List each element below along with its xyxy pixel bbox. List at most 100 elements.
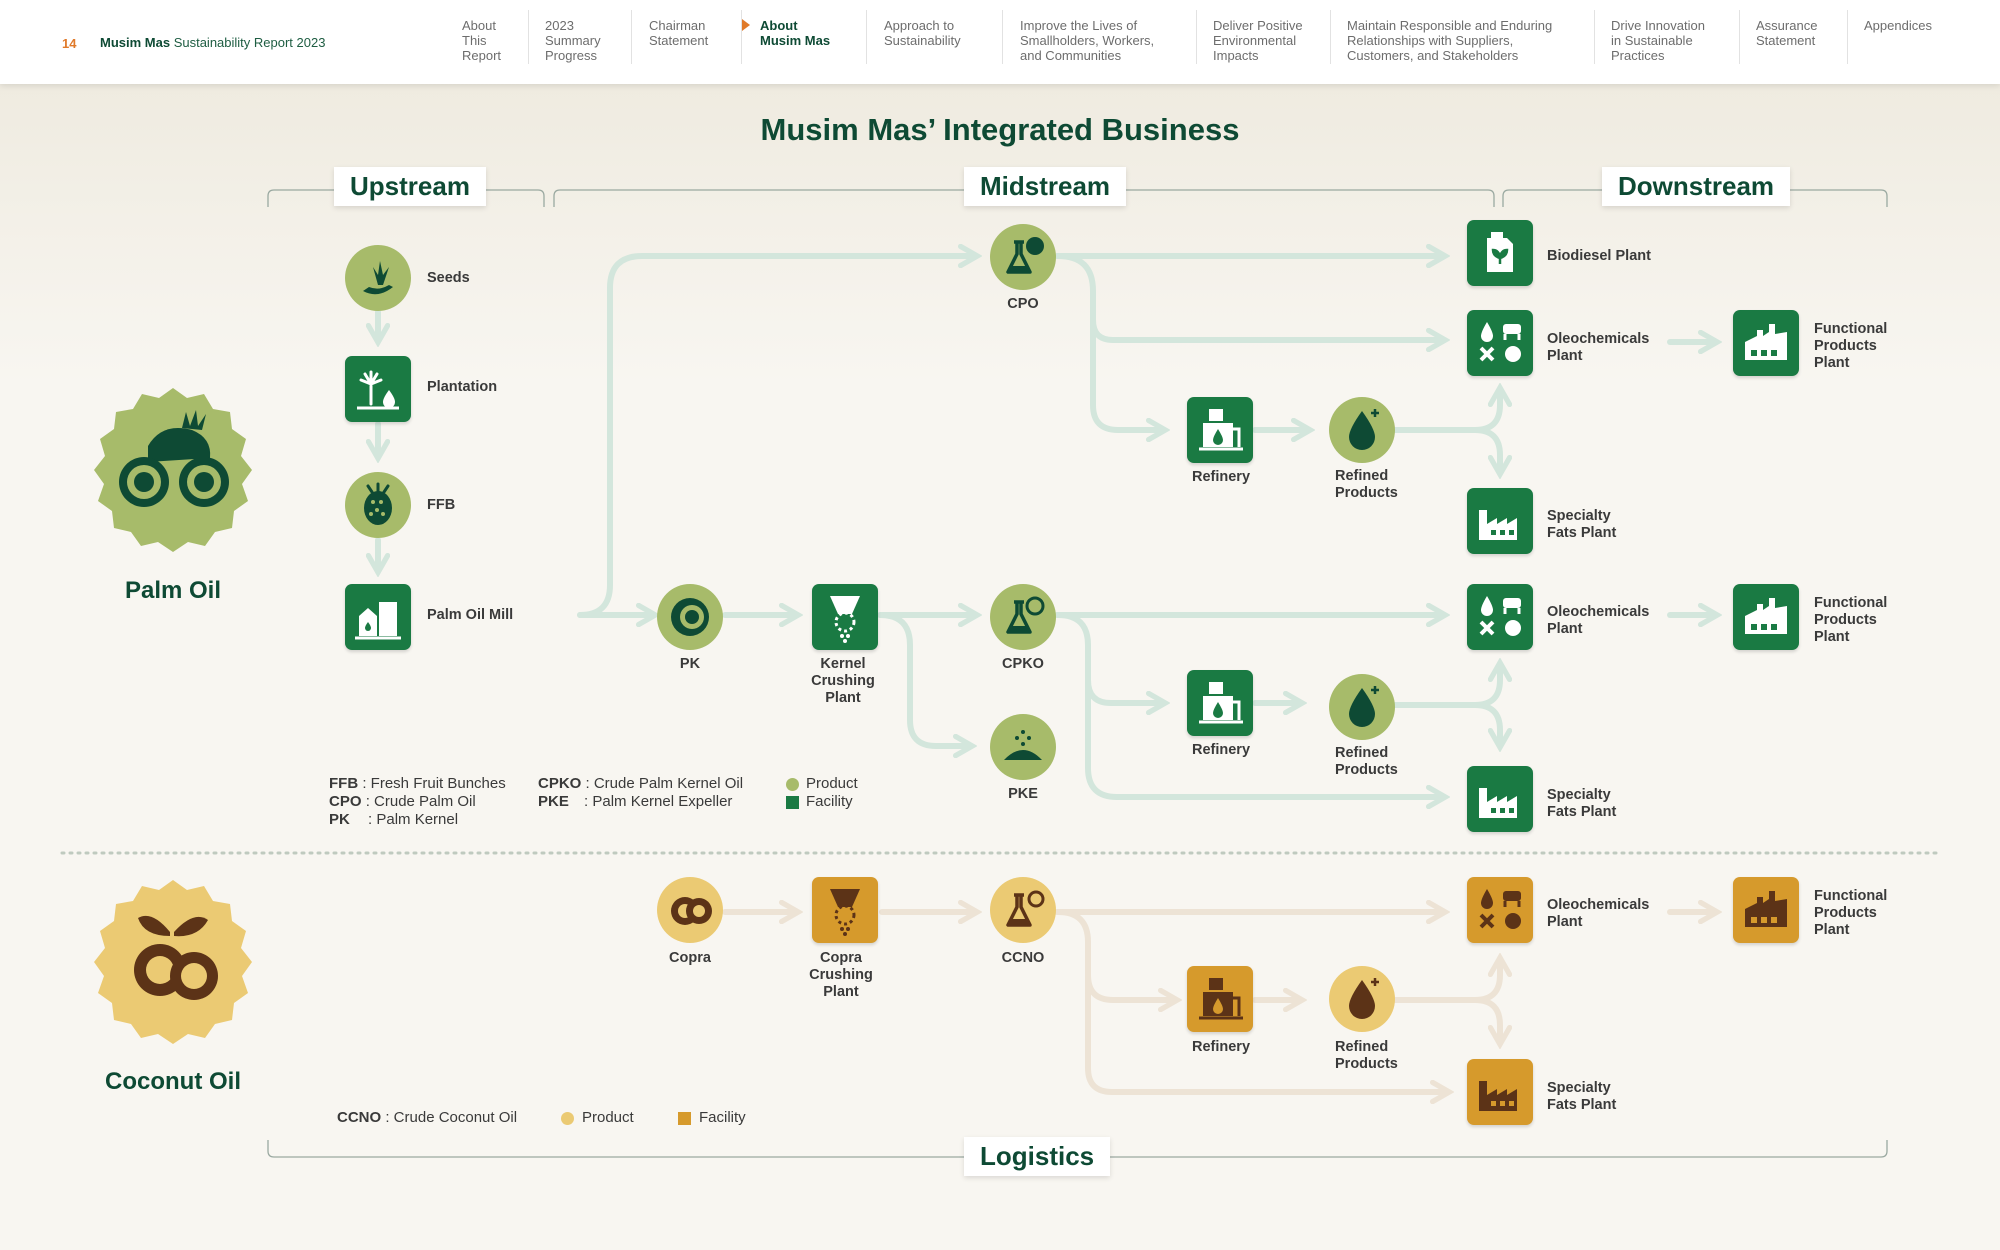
pke-label: PKE <box>1008 786 1038 802</box>
section-logistics: Logistics <box>964 1137 1111 1176</box>
nav-divider <box>528 10 529 64</box>
refinery-label: Refinery <box>1191 742 1251 758</box>
nav-divider <box>1847 10 1848 64</box>
nav-divider <box>1002 10 1003 64</box>
refinery-icon <box>1187 966 1253 1032</box>
refined-products-icon <box>1329 674 1395 740</box>
nav-divider <box>1739 10 1740 64</box>
ffb-icon <box>345 472 411 538</box>
nav-divider <box>741 10 742 64</box>
nav-divider <box>1330 10 1331 64</box>
report-title-rest: Sustainability Report 2023 <box>170 35 326 50</box>
legend-facility-swatch <box>678 1112 691 1125</box>
specialty-fats-plant-icon <box>1467 1059 1533 1125</box>
report-brand: Musim Mas <box>100 35 171 50</box>
refinery-icon <box>1187 397 1253 463</box>
legend-product-label: Product <box>582 1109 634 1126</box>
refinery-label: Refinery <box>1191 469 1251 485</box>
cpko-icon <box>990 584 1056 650</box>
section-midstream: Midstream <box>964 167 1127 206</box>
page-number: 14 <box>62 36 77 51</box>
copra-label: Copra <box>669 950 711 966</box>
palm-legend-abbreviations: FFB : Fresh Fruit Bunches CPO : Crude Pa… <box>329 775 506 829</box>
kernel-crushing-plant-icon <box>812 584 878 650</box>
plantation-label: Plantation <box>427 379 498 395</box>
legend-product-label: Product <box>806 775 858 792</box>
legend-abbr: FFB <box>329 775 359 792</box>
active-nav-marker-icon <box>742 19 750 31</box>
nav-divider <box>866 10 867 64</box>
legend-product-swatch <box>561 1112 574 1125</box>
palm-oil-label: Palm Oil <box>124 577 222 604</box>
legend-abbr: CCNO <box>337 1109 382 1126</box>
section-upstream: Upstream <box>334 167 486 206</box>
legend-def: : Crude Coconut Oil <box>385 1109 518 1126</box>
functional-products-plant-icon <box>1733 310 1799 376</box>
legend-def: : Crude Palm Oil <box>365 793 476 810</box>
palm-oil-rosette-icon <box>82 378 264 565</box>
functional-products-plant-icon <box>1733 584 1799 650</box>
legend-abbr: CPKO <box>538 775 582 792</box>
legend-product-swatch <box>786 778 799 791</box>
ffb-label: FFB <box>427 497 456 513</box>
ccno-icon <box>990 877 1056 943</box>
section-downstream: Downstream <box>1602 167 1791 206</box>
cpo-icon <box>990 224 1056 290</box>
functional-products-plant-icon <box>1733 877 1799 943</box>
top-navigation-bar: 14 Musim Mas Sustainability Report 2023 … <box>0 0 2000 84</box>
refined-products-icon <box>1329 397 1395 463</box>
biodiesel-plant-label: Biodiesel Plant <box>1547 248 1651 264</box>
seeds-label: Seeds <box>427 270 470 286</box>
legend-def: : Palm Kernel Expeller <box>584 793 733 810</box>
palm-oil-mill-icon <box>345 584 411 650</box>
pke-icon <box>990 714 1056 780</box>
copra-icon <box>657 877 723 943</box>
report-title[interactable]: Musim Mas Sustainability Report 2023 <box>100 35 325 50</box>
coconut-legend-abbreviation: CCNO : Crude Coconut Oil <box>337 1109 517 1127</box>
ccno-label: CCNO <box>1001 950 1045 966</box>
specialty-fats-plant-icon <box>1467 488 1533 554</box>
nav-divider <box>1594 10 1595 64</box>
nav-appendices[interactable]: Appendices <box>1864 18 1932 33</box>
legend-abbr: PKE <box>538 793 569 810</box>
seeds-icon <box>345 245 411 311</box>
palm-oil-mill-label: Palm Oil Mill <box>427 607 514 623</box>
specialty-fats-plant-icon <box>1467 766 1533 832</box>
legend-def: : Fresh Fruit Bunches <box>362 775 506 792</box>
oleochemicals-plant-icon <box>1467 877 1533 943</box>
legend-facility-label: Facility <box>806 793 853 810</box>
refinery-label: Refinery <box>1191 1039 1251 1055</box>
legend-def: : Palm Kernel <box>368 811 459 828</box>
nav-divider <box>1196 10 1197 64</box>
legend-facility-label: Facility <box>699 1109 746 1126</box>
oleochemicals-plant-icon <box>1467 310 1533 376</box>
oleochemicals-plant-icon <box>1467 584 1533 650</box>
pk-icon <box>657 584 723 650</box>
palm-legend-abbreviations-2: CPKO : Crude Palm Kernel Oil PKE : Palm … <box>538 775 743 811</box>
